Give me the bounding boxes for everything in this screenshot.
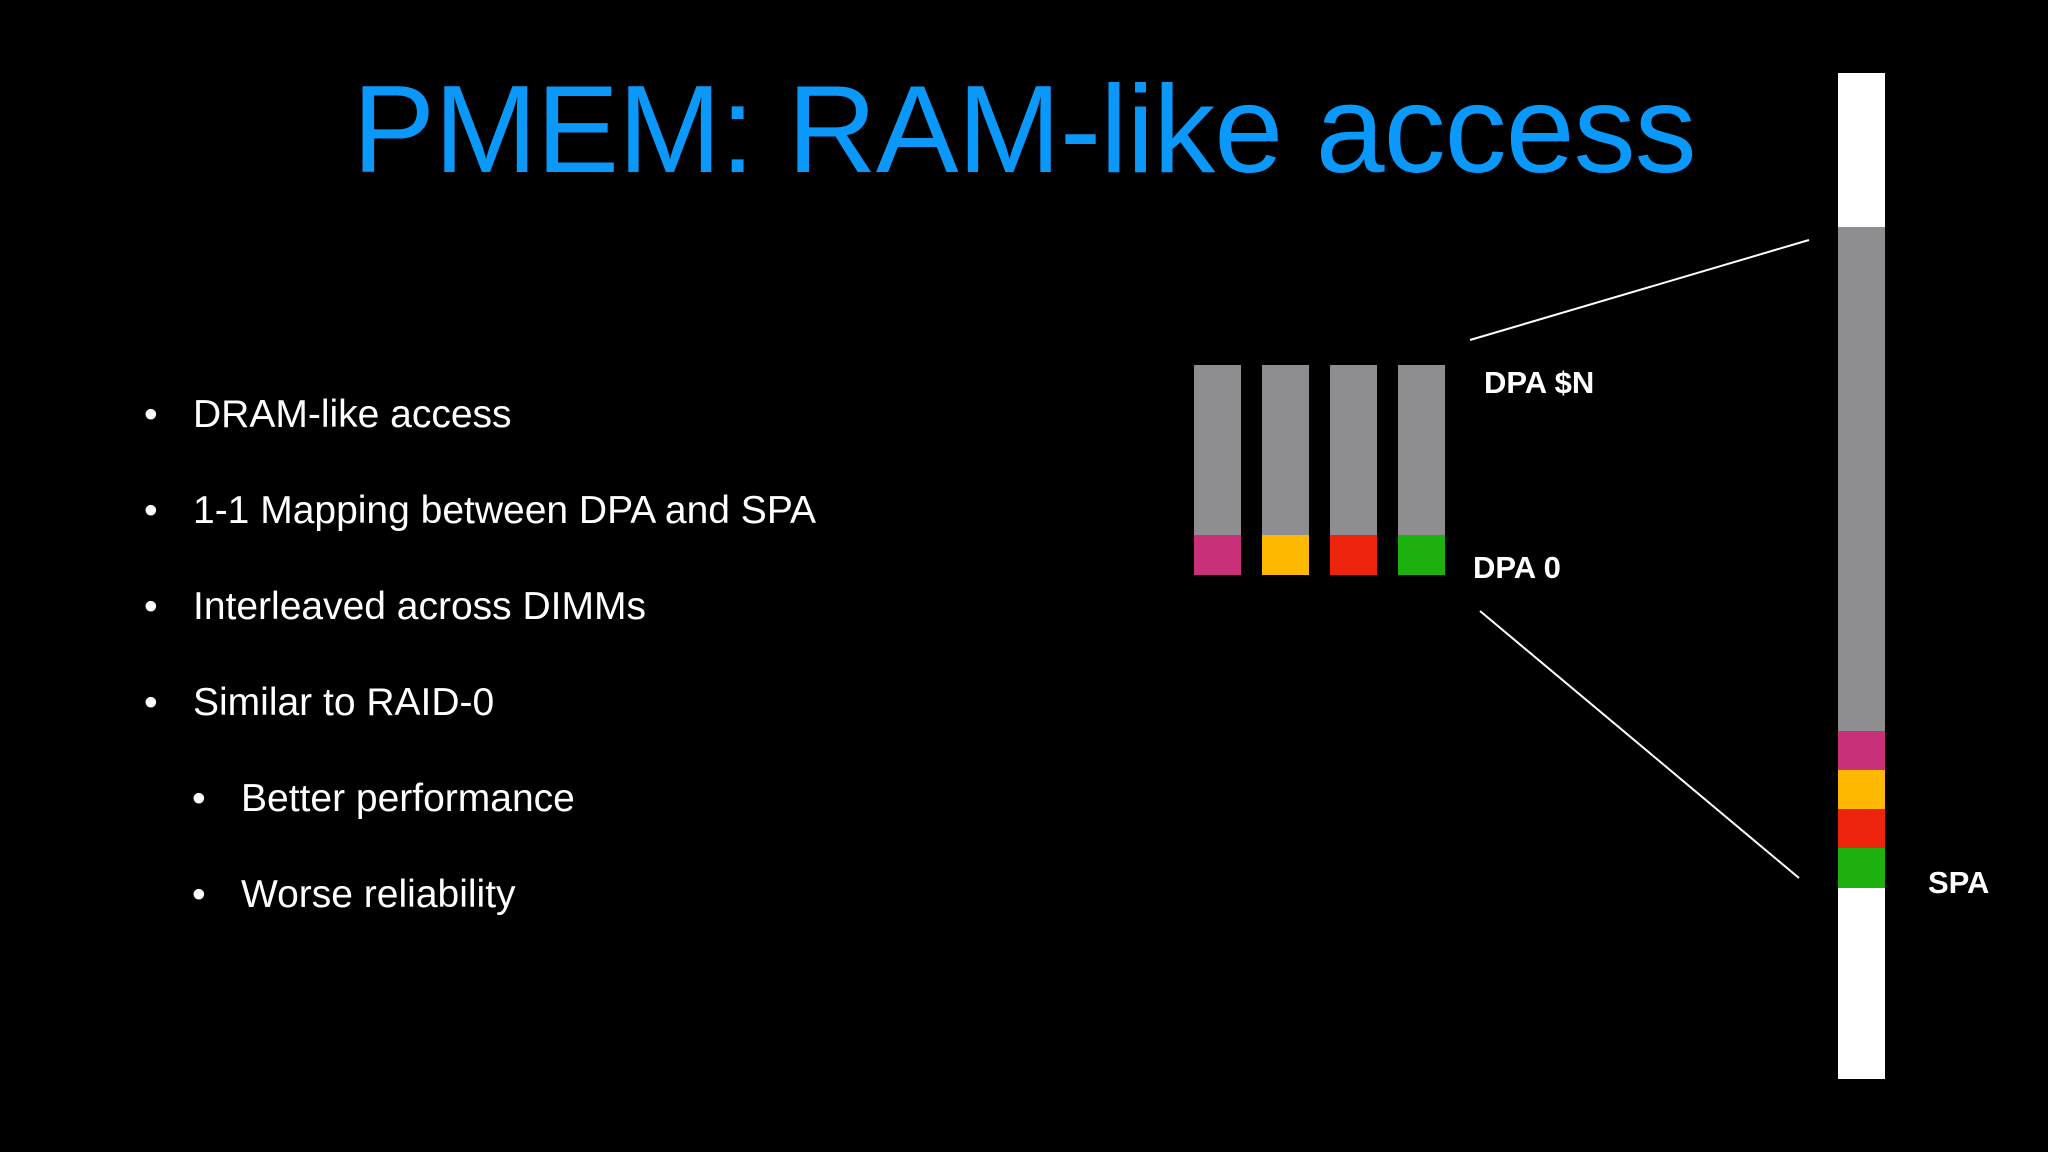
spa-label: SPA <box>1928 865 1990 900</box>
sub-bullet-item: • Worse reliability <box>144 865 1144 961</box>
spa-bar <box>1838 73 1885 1079</box>
spa-unused <box>1838 227 1885 731</box>
bullet-text: DRAM-like access <box>193 393 512 436</box>
sub-bullet-item: • Better performance <box>144 769 1144 865</box>
spa-chunk <box>1838 770 1885 809</box>
dimm-2-chunk <box>1330 535 1377 575</box>
dimm-1-chunk <box>1262 535 1309 575</box>
dimm-3-unused <box>1398 365 1445 535</box>
spa-chunk <box>1838 731 1885 770</box>
bullet-dot: • <box>144 489 158 532</box>
spa-chunk <box>1838 809 1885 848</box>
connector-bottom-line <box>1479 610 1800 879</box>
slide-title: PMEM: RAM-like access <box>352 61 1696 199</box>
dpa-top-label: DPA $N <box>1484 365 1595 400</box>
bullet-text: 1-1 Mapping between DPA and SPA <box>193 489 816 532</box>
dimm-1-unused <box>1262 365 1309 535</box>
bullet-item: • DRAM-like access <box>144 385 1144 481</box>
bullet-text: Similar to RAID-0 <box>193 681 495 724</box>
dimm-group <box>1194 365 1445 575</box>
bullet-dot: • <box>192 777 206 820</box>
connector-top-line <box>1469 239 1810 341</box>
bullet-dot: • <box>144 681 158 724</box>
bullet-dot: • <box>144 585 158 628</box>
bullet-dot: • <box>192 873 206 916</box>
dimm-3-chunk <box>1398 535 1445 575</box>
bullet-list: • DRAM-like access • 1-1 Mapping between… <box>144 385 1144 961</box>
bullet-item: • Interleaved across DIMMs <box>144 577 1144 673</box>
bullet-item: • 1-1 Mapping between DPA and SPA <box>144 481 1144 577</box>
bullet-dot: • <box>144 393 158 436</box>
spa-free-top <box>1838 73 1885 227</box>
bullet-text: Interleaved across DIMMs <box>193 585 646 628</box>
dimm-0-chunk <box>1194 535 1241 575</box>
bullet-text: Better performance <box>241 777 575 820</box>
dimm-0-unused <box>1194 365 1241 535</box>
bullet-text: Worse reliability <box>241 873 516 916</box>
spa-free-bottom <box>1838 888 1885 1079</box>
dimm-2-unused <box>1330 365 1377 535</box>
dpa-bottom-label: DPA 0 <box>1473 550 1561 585</box>
bullet-item: • Similar to RAID-0 <box>144 673 1144 769</box>
spa-chunk <box>1838 848 1885 888</box>
